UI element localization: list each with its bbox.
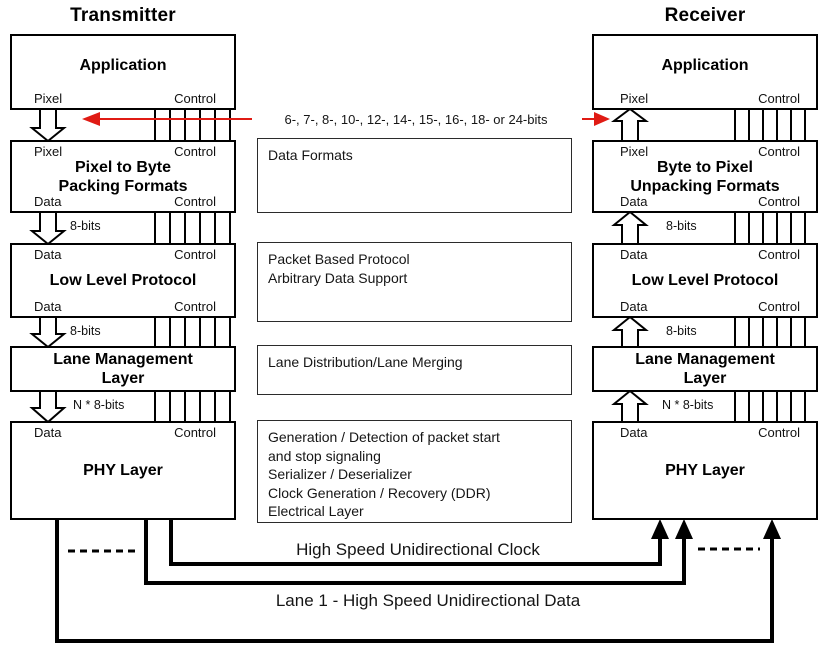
tx-bus-label-8bits-2: 8-bits <box>70 324 101 338</box>
tx-low-level-ports-bottom: Data Control <box>34 299 216 314</box>
tx-control-bus-3 <box>154 317 231 347</box>
tx-control-bus-1 <box>154 109 231 141</box>
tx-8bits-down-arrow-1 <box>29 211 67 246</box>
clock-link-line <box>169 518 662 566</box>
tx-pixel-to-byte-ports-bottom: Data Control <box>34 194 216 209</box>
rx-8bits-up-arrow-1 <box>611 210 649 245</box>
tx-low-level-protocol-box: Data Control Low Level Protocol Data Con… <box>10 243 236 318</box>
tx-low-level-title: Low Level Protocol <box>49 272 197 289</box>
tx-phy-port-control: Control <box>174 425 216 440</box>
rx-phy-box: Data Control PHY Layer <box>592 421 818 520</box>
tx-pixel-to-byte-ports-top: Pixel Control <box>34 144 216 159</box>
rx-bus-label-8bits-1: 8-bits <box>666 219 697 233</box>
rx-byte-to-pixel-port-control-bottom: Control <box>758 194 800 209</box>
rx-pixel-up-arrow <box>611 107 649 142</box>
rx-low-level-title: Low Level Protocol <box>631 272 779 289</box>
rx-application-box: Application Pixel Control <box>592 34 818 110</box>
rx-phy-ports: Data Control <box>620 425 800 440</box>
tx-bus-label-n8bits: N * 8-bits <box>73 398 125 412</box>
tx-control-bus-4 <box>154 391 231 422</box>
rx-application-port-control: Control <box>758 91 800 106</box>
rx-low-level-ports-top: Data Control <box>620 247 800 262</box>
tx-phy-port-data: Data <box>34 425 62 440</box>
annotation-packet-protocol: Packet Based Protocol Arbitrary Data Sup… <box>257 242 572 322</box>
bit-width-range-label: 6-, 7-, 8-, 10-, 12-, 14-, 15-, 16-, 18-… <box>284 112 548 127</box>
rx-control-bus-3 <box>734 317 806 347</box>
tx-low-level-port-data-bottom: Data <box>34 299 62 314</box>
receiver-heading: Receiver <box>664 5 746 26</box>
clock-link-arrowhead <box>651 519 669 539</box>
tx-application-port-pixel: Pixel <box>34 91 63 106</box>
tx-lane-management-title: Lane Management Layer <box>53 351 193 387</box>
tx-application-port-control: Control <box>174 91 216 106</box>
rx-low-level-port-data-top: Data <box>620 247 648 262</box>
tx-pixel-to-byte-port-data: Data <box>34 194 62 209</box>
tx-pixel-to-byte-port-control-bottom: Control <box>174 194 216 209</box>
tx-low-level-port-control-top: Control <box>174 247 216 262</box>
lane1-link-arrowhead <box>675 519 693 539</box>
rx-lane-management-box: Lane Management Layer <box>592 346 818 392</box>
rx-byte-to-pixel-port-pixel: Pixel <box>620 144 649 159</box>
red-arrow-right-head <box>594 112 610 126</box>
rx-low-level-port-control-top: Control <box>758 247 800 262</box>
transmitter-heading: Transmitter <box>70 5 176 26</box>
rx-bus-label-8bits-2: 8-bits <box>666 324 697 338</box>
tx-pixel-to-byte-port-control-top: Control <box>174 144 216 159</box>
tx-lane-management-box: Lane Management Layer <box>10 346 236 392</box>
tx-pixel-to-byte-port-pixel: Pixel <box>34 144 63 159</box>
tx-n8bits-down-arrow <box>29 390 67 424</box>
rx-phy-title: PHY Layer <box>665 462 745 479</box>
rx-phy-port-control: Control <box>758 425 800 440</box>
annotation-data-formats: Data Formats <box>257 138 572 213</box>
tx-pixel-down-arrow <box>29 108 67 143</box>
tx-control-bus-2 <box>154 212 231 244</box>
tx-phy-box: Data Control PHY Layer <box>10 421 236 520</box>
annotation-lane-distribution: Lane Distribution/Lane Merging <box>257 345 572 395</box>
rx-n8bits-up-arrow <box>611 389 649 423</box>
rx-byte-to-pixel-box: Pixel Control Byte to Pixel Unpacking Fo… <box>592 140 818 213</box>
tx-application-title: Application <box>79 56 167 74</box>
rx-application-ports: Pixel Control <box>620 91 800 106</box>
red-arrow-left-head <box>82 112 100 126</box>
tx-low-level-port-data-top: Data <box>34 247 62 262</box>
tx-pixel-to-byte-box: Pixel Control Pixel to Byte Packing Form… <box>10 140 236 213</box>
rx-bus-label-n8bits: N * 8-bits <box>662 398 714 412</box>
rx-control-bus-2 <box>734 212 806 244</box>
rx-low-level-port-control-bottom: Control <box>758 299 800 314</box>
tx-low-level-port-control-bottom: Control <box>174 299 216 314</box>
rx-byte-to-pixel-port-control-top: Control <box>758 144 800 159</box>
lane1-link-label: Lane 1 - High Speed Unidirectional Data <box>275 591 581 610</box>
rx-control-bus-4 <box>734 391 806 422</box>
rx-control-bus-1 <box>734 109 806 141</box>
rx-application-title: Application <box>661 56 749 74</box>
rx-byte-to-pixel-title: Byte to Pixel Unpacking Formats <box>630 158 780 195</box>
tx-application-box: Application Pixel Control <box>10 34 236 110</box>
clock-link-label: High Speed Unidirectional Clock <box>296 540 540 559</box>
annotation-phy-functions: Generation / Detection of packet start a… <box>257 420 572 523</box>
tx-phy-ports: Data Control <box>34 425 216 440</box>
tx-low-level-ports-top: Data Control <box>34 247 216 262</box>
lanen-link-line <box>55 518 774 643</box>
rx-phy-port-data: Data <box>620 425 648 440</box>
rx-byte-to-pixel-ports-bottom: Data Control <box>620 194 800 209</box>
rx-byte-to-pixel-ports-top: Pixel Control <box>620 144 800 159</box>
tx-bus-label-8bits-1: 8-bits <box>70 219 101 233</box>
lanen-link-arrowhead <box>763 519 781 539</box>
rx-application-port-pixel: Pixel <box>620 91 649 106</box>
lane1-link-line <box>144 518 686 585</box>
rx-8bits-up-arrow-2 <box>611 315 649 348</box>
rx-low-level-protocol-box: Data Control Low Level Protocol Data Con… <box>592 243 818 318</box>
tx-phy-title: PHY Layer <box>83 462 163 479</box>
rx-low-level-port-data-bottom: Data <box>620 299 648 314</box>
tx-8bits-down-arrow-2 <box>29 316 67 349</box>
tx-pixel-to-byte-title: Pixel to Byte Packing Formats <box>58 158 188 195</box>
tx-application-ports: Pixel Control <box>34 91 216 106</box>
rx-lane-management-title: Lane Management Layer <box>635 351 775 387</box>
rx-low-level-ports-bottom: Data Control <box>620 299 800 314</box>
rx-byte-to-pixel-port-data: Data <box>620 194 648 209</box>
